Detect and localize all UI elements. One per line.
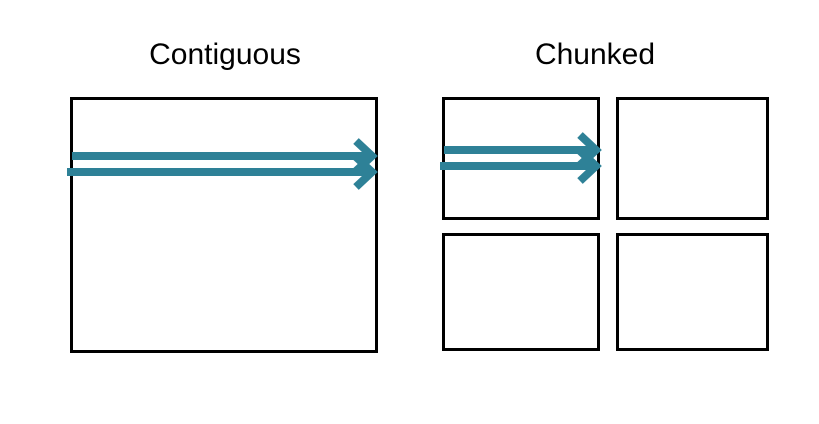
chunk-bottom-left [442, 233, 600, 351]
contiguous-memory-block [70, 97, 378, 353]
panel-title-contiguous: Contiguous [149, 38, 301, 71]
chunk-top-right [616, 97, 769, 220]
chunk-bottom-right [616, 233, 769, 351]
panel-title-chunked: Chunked [534, 38, 656, 71]
chunk-top-left [442, 97, 600, 220]
